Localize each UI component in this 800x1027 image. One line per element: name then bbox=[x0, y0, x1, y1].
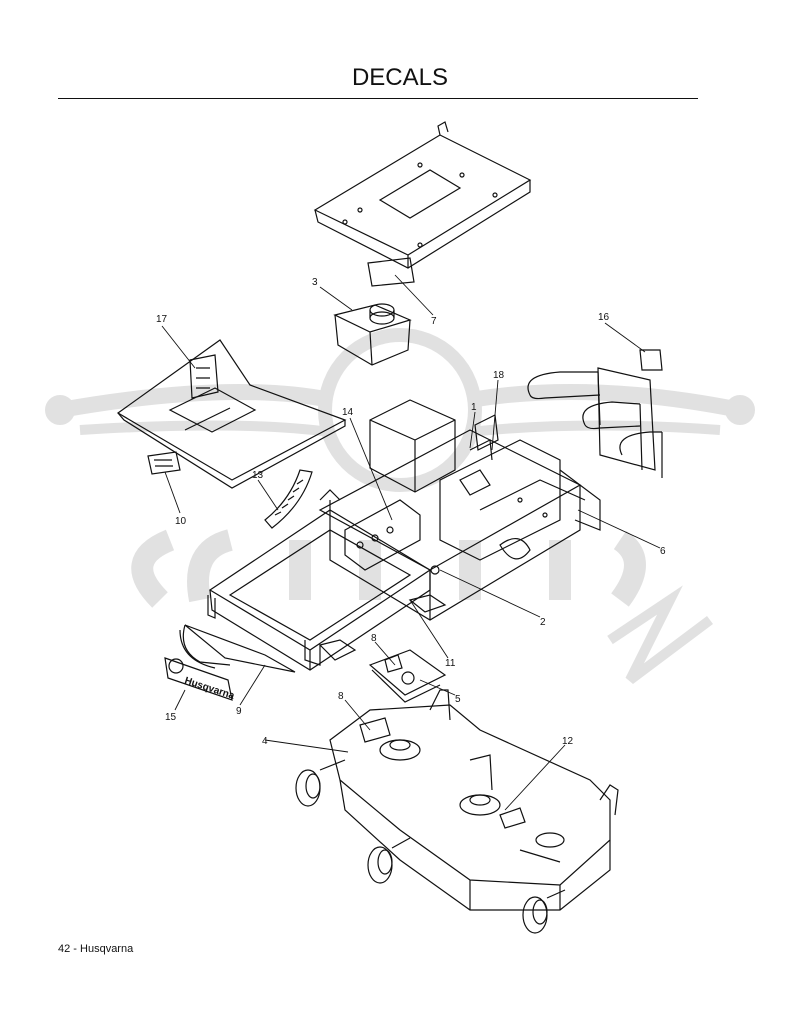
callout-3: 3 bbox=[312, 277, 318, 288]
callout-16: 16 bbox=[598, 312, 610, 323]
mower-deck bbox=[329, 689, 619, 911]
fuel-tank-3 bbox=[333, 303, 412, 366]
callout-17: 17 bbox=[156, 314, 168, 325]
callout-4: 4 bbox=[262, 736, 268, 747]
parts-line-art bbox=[116, 121, 663, 934]
decal-brand-text: Husqvarna bbox=[183, 675, 236, 702]
caster-wheels bbox=[295, 759, 566, 934]
callout-6: 6 bbox=[660, 546, 666, 557]
watermark-logo bbox=[45, 328, 755, 684]
callout-2: 2 bbox=[540, 617, 546, 628]
decal-7 bbox=[367, 257, 415, 287]
floor-pan-17 bbox=[116, 339, 347, 489]
callout-14: 14 bbox=[342, 407, 354, 418]
callout-15: 15 bbox=[165, 712, 177, 723]
belt-cover-5 bbox=[368, 649, 447, 703]
callout-labels: 17 3 16 7 18 1 14 13 10 6 2 11 8 5 8 4 1… bbox=[156, 277, 666, 747]
callout-7: 7 bbox=[431, 316, 437, 327]
main-frame bbox=[318, 399, 601, 621]
leader-lines bbox=[161, 274, 661, 811]
callout-10: 10 bbox=[175, 516, 187, 527]
callout-11: 11 bbox=[445, 658, 456, 669]
callout-12: 12 bbox=[562, 736, 574, 747]
callout-8-lower: 8 bbox=[338, 691, 344, 702]
seat-pan-plate bbox=[313, 121, 532, 269]
callout-13: 13 bbox=[252, 470, 264, 481]
decal-16 bbox=[639, 349, 663, 371]
bracket-11 bbox=[318, 639, 357, 661]
hand-rail-16 bbox=[527, 367, 663, 478]
callout-18: 18 bbox=[493, 370, 505, 381]
decal-15 bbox=[164, 657, 233, 701]
part-13 bbox=[264, 469, 313, 529]
callout-8-upper: 8 bbox=[371, 633, 377, 644]
page-footer: 42 - Husqvarna bbox=[58, 943, 134, 955]
callout-5: 5 bbox=[455, 694, 461, 705]
callout-9: 9 bbox=[236, 706, 242, 717]
title-divider bbox=[58, 98, 698, 99]
page-title: DECALS bbox=[351, 64, 449, 91]
footrest-9 bbox=[179, 624, 296, 673]
front-frame bbox=[207, 489, 432, 671]
decal-10 bbox=[147, 451, 181, 475]
callout-1: 1 bbox=[471, 402, 477, 413]
